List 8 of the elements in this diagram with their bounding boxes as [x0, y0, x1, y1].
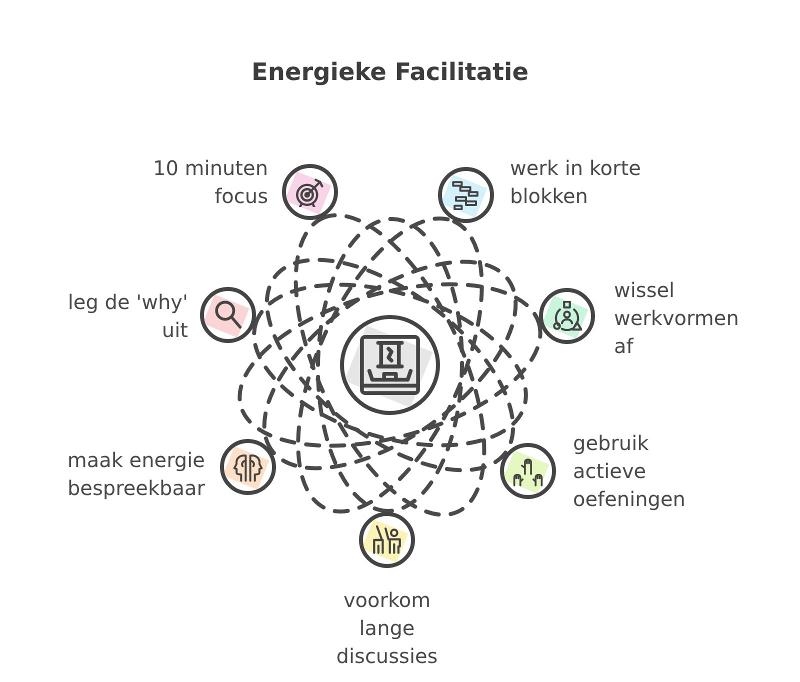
- step-label: wissel werkvormen af: [614, 277, 740, 360]
- diagram-title: Energieke Facilitatie: [250, 58, 530, 86]
- step-label: werk in korte blokken: [510, 155, 642, 210]
- step-label: 10 minuten focus: [152, 155, 268, 210]
- step-label: maak energie bespreekbaar: [66, 447, 205, 502]
- step-label: leg de 'why' uit: [66, 289, 188, 344]
- step-label: gebruik actieve oefeningen: [573, 430, 686, 513]
- step-label: voorkom lange discussies: [335, 587, 439, 670]
